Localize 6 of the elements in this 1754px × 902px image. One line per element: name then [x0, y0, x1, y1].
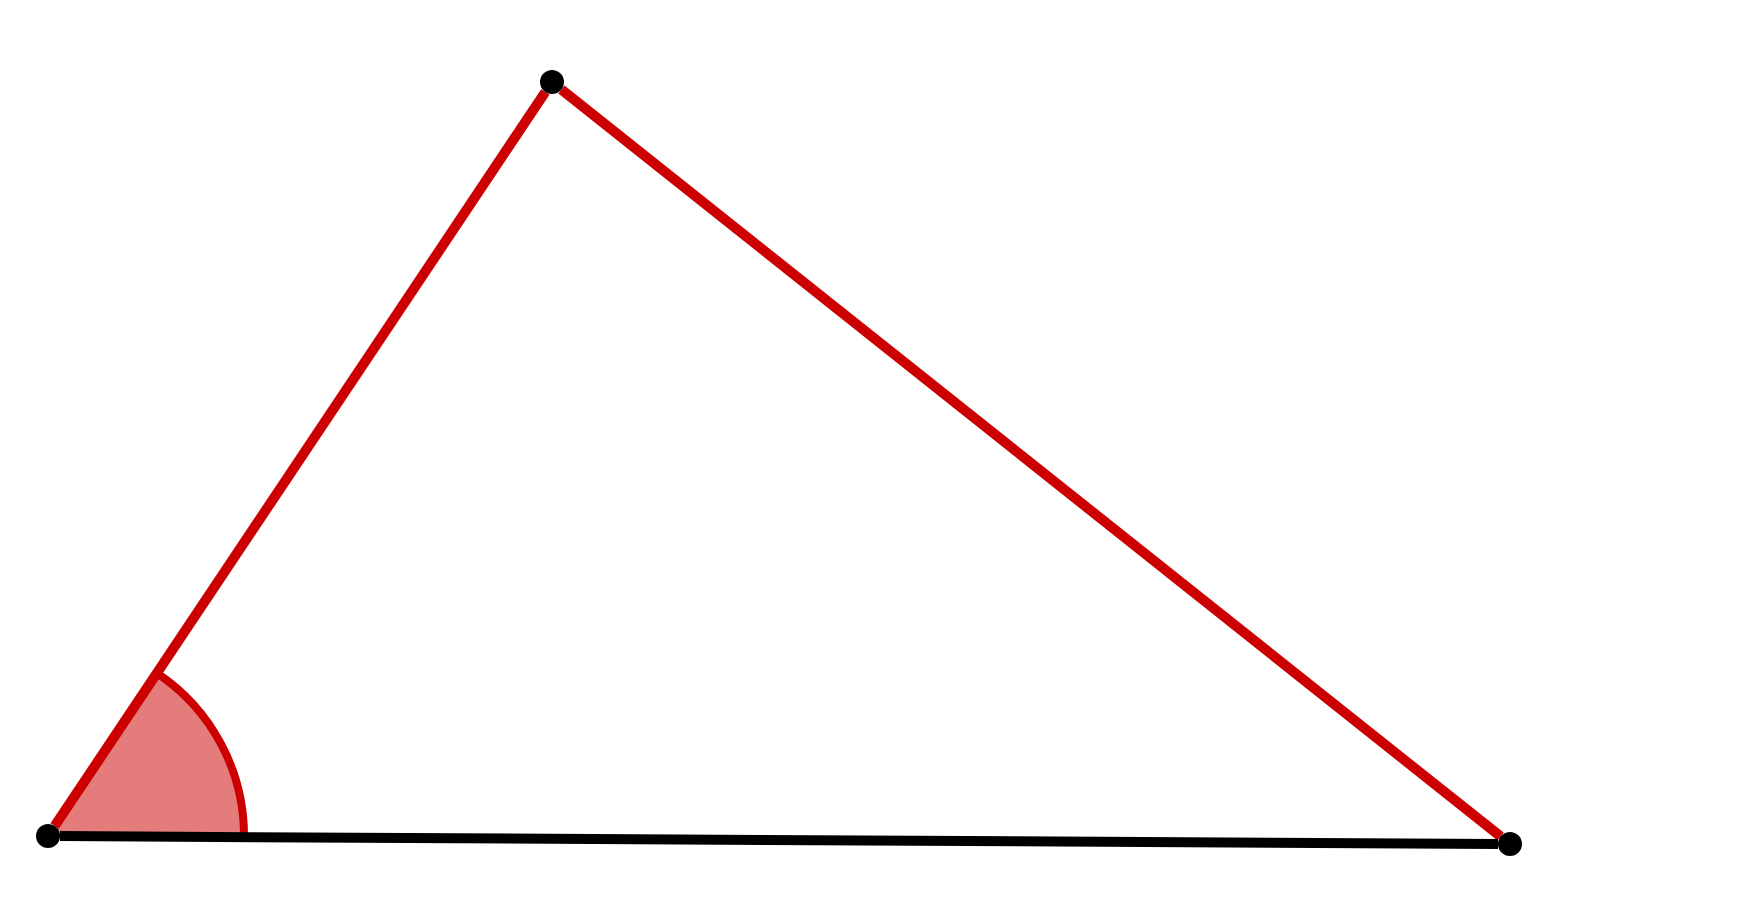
triangle-side [50, 89, 550, 829]
vertex-point [1498, 832, 1522, 856]
vertex-point [540, 70, 564, 94]
triangle-side [59, 831, 1499, 849]
vertex-point [36, 824, 60, 848]
triangle-side [558, 85, 1504, 841]
